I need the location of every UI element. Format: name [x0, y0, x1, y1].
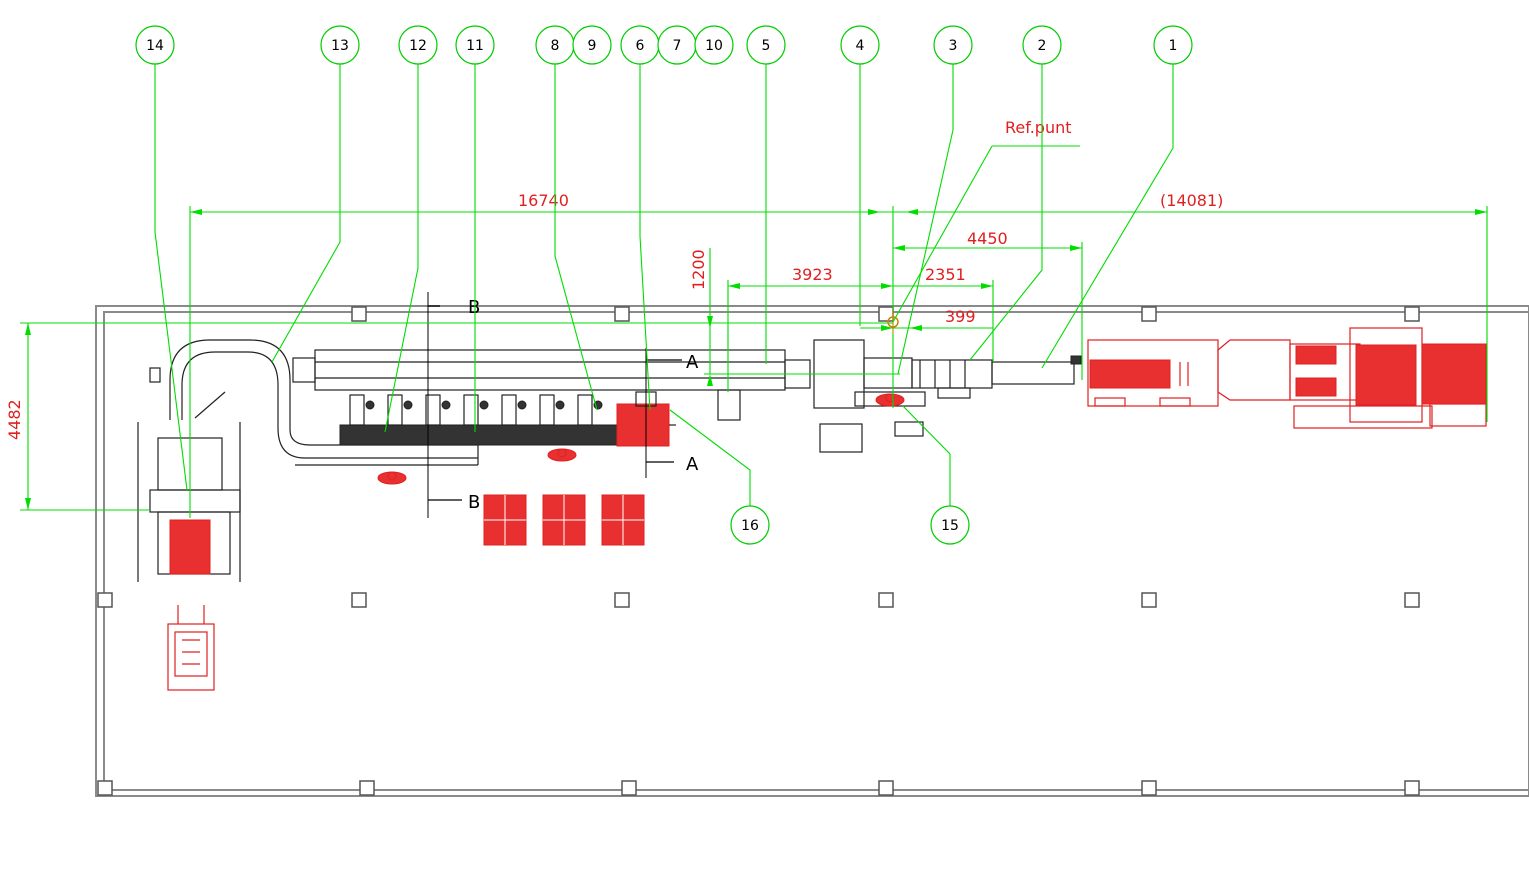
- dimension-2351: 2351: [925, 265, 966, 284]
- operators: [377, 393, 905, 485]
- dimension-14081: (14081): [1160, 191, 1223, 210]
- svg-text:3: 3: [949, 38, 958, 54]
- svg-text:5: 5: [762, 38, 771, 54]
- bubble-7: 7: [657, 25, 697, 65]
- hall-outline: [95, 305, 1529, 797]
- item-bubbles: 14 13 12 11 8 9 6 7 10 5 4 3 2 1 16 15: [135, 25, 1193, 545]
- svg-text:1: 1: [1169, 38, 1178, 54]
- bubble-4: 4: [840, 25, 880, 65]
- dimension-lines: 16740 (14081) 4450 3923 2351 399 1200 44…: [5, 191, 1488, 518]
- bubble-14: 14: [135, 25, 175, 65]
- bubble-12: 12: [398, 25, 438, 65]
- building-columns: [97, 306, 1420, 796]
- bubble-9: 9: [572, 25, 612, 65]
- svg-text:9: 9: [588, 38, 597, 54]
- section-cuts: B B A A: [427, 292, 699, 518]
- svg-text:6: 6: [636, 38, 645, 54]
- bubble-8: 8: [535, 25, 575, 65]
- depalletizer: [1087, 327, 1487, 429]
- svg-text:4: 4: [856, 38, 865, 54]
- reference-point: Ref.punt: [887, 118, 1080, 334]
- svg-text:14: 14: [146, 38, 164, 54]
- dimension-1200: 1200: [689, 249, 708, 290]
- svg-text:12: 12: [409, 38, 427, 54]
- bubble-1: 1: [1153, 25, 1193, 65]
- bubble-16: 16: [730, 505, 770, 545]
- section-label-a-top: A: [686, 352, 699, 373]
- svg-text:7: 7: [673, 38, 682, 54]
- svg-text:13: 13: [331, 38, 349, 54]
- dimension-3923: 3923: [792, 265, 833, 284]
- svg-text:15: 15: [941, 518, 959, 534]
- reference-point-label: Ref.punt: [1005, 118, 1072, 137]
- bubble-15: 15: [930, 505, 970, 545]
- bubble-6: 6: [620, 25, 660, 65]
- bubble-10: 10: [694, 25, 734, 65]
- pallet-stacks: [483, 494, 645, 546]
- bubble-3: 3: [933, 25, 973, 65]
- bubble-2: 2: [1022, 25, 1062, 65]
- dimension-4450: 4450: [967, 229, 1008, 248]
- bubble-5: 5: [746, 25, 786, 65]
- svg-text:11: 11: [466, 38, 484, 54]
- dimension-16740: 16740: [518, 191, 569, 210]
- dimension-399: 399: [945, 307, 976, 326]
- bubble-13: 13: [320, 25, 360, 65]
- section-label-b-bottom: B: [468, 492, 480, 513]
- section-label-b-top: B: [468, 297, 480, 318]
- svg-text:16: 16: [741, 518, 759, 534]
- svg-text:10: 10: [705, 38, 723, 54]
- leader-lines: [154, 64, 1174, 506]
- bubble-11: 11: [455, 25, 495, 65]
- svg-text:8: 8: [551, 38, 560, 54]
- curved-conveyor: [169, 339, 479, 466]
- dimension-4482: 4482: [5, 399, 24, 440]
- section-label-a-bottom: A: [686, 454, 699, 475]
- svg-text:2: 2: [1038, 38, 1047, 54]
- filling-station-row: [339, 391, 676, 447]
- forklift: [167, 605, 215, 691]
- palletizer: [137, 367, 241, 582]
